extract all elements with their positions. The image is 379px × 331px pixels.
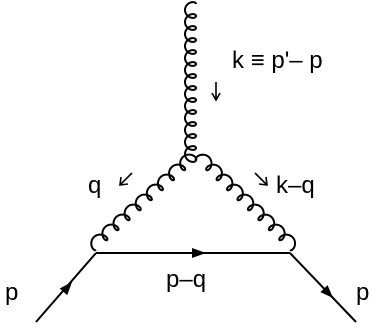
right-gluon-line: [194, 153, 297, 252]
right-gluon-label: k–q: [276, 172, 315, 199]
arrow-down-right-icon: [254, 172, 268, 186]
left-gluon-line: [90, 153, 198, 252]
outgoing-fermion-arrow-icon: [320, 285, 333, 298]
incoming-fermion-label: p: [5, 279, 18, 306]
left-gluon-label: q: [88, 172, 101, 199]
top-gluon-line: [183, 1, 198, 163]
arrow-down-left-icon: [119, 172, 133, 186]
arrow-down-icon: [211, 82, 221, 102]
top-gluon-label: k ≡ p'– p: [232, 47, 323, 74]
internal-fermion-arrow-icon: [192, 248, 206, 258]
incoming-fermion-arrow-icon: [59, 282, 72, 296]
outgoing-fermion-line: [289, 252, 357, 323]
propagator-label: p–q: [166, 266, 206, 293]
outgoing-fermion-label: p: [356, 279, 369, 306]
